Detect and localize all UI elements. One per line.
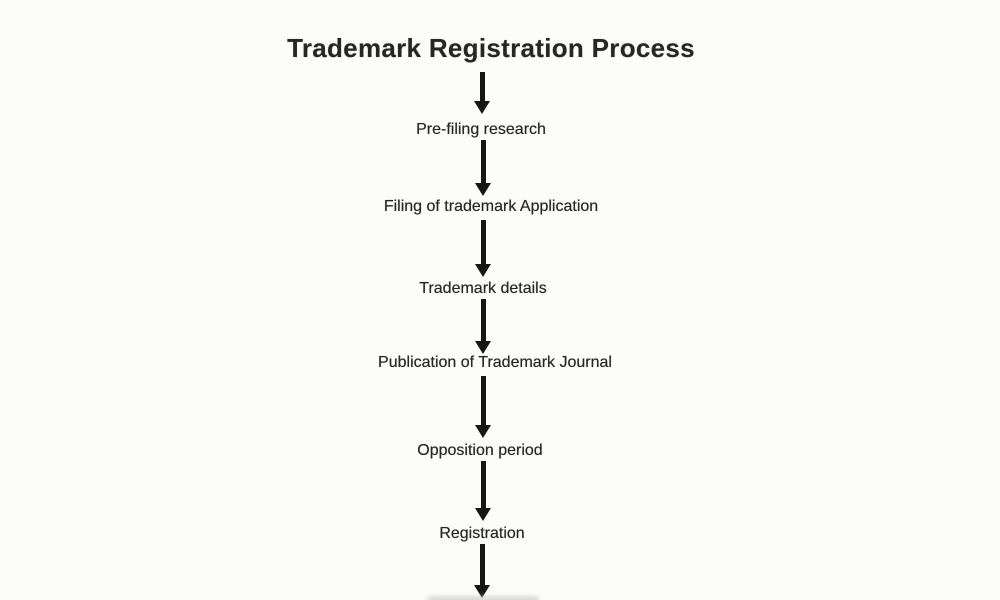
step-publication-journal: Publication of Trademark Journal bbox=[378, 354, 612, 371]
arrow-head bbox=[475, 264, 491, 277]
step-pre-filing-research: Pre-filing research bbox=[416, 121, 546, 138]
arrow-stem bbox=[480, 299, 486, 341]
arrow-stem bbox=[479, 72, 485, 101]
arrow-head bbox=[475, 341, 491, 354]
step-trademark-details: Trademark details bbox=[419, 280, 547, 297]
down-arrow-icon bbox=[475, 220, 491, 277]
down-arrow-icon bbox=[475, 299, 491, 354]
arrow-head bbox=[475, 508, 491, 521]
step-opposition-period: Opposition period bbox=[417, 442, 543, 459]
down-arrow-icon bbox=[474, 544, 490, 598]
down-arrow-icon bbox=[475, 140, 491, 196]
arrow-stem bbox=[480, 220, 486, 264]
arrow-head bbox=[475, 183, 491, 196]
arrow-head bbox=[474, 585, 490, 598]
arrow-head bbox=[475, 425, 491, 438]
step-registration: Registration bbox=[439, 525, 525, 542]
down-arrow-icon bbox=[474, 72, 490, 114]
down-arrow-icon bbox=[475, 376, 491, 438]
arrow-head bbox=[474, 101, 490, 114]
cutoff-next-step-hint bbox=[427, 596, 539, 600]
diagram-title: Trademark Registration Process bbox=[287, 33, 695, 63]
arrow-stem bbox=[479, 544, 485, 585]
arrow-stem bbox=[480, 140, 486, 183]
arrow-stem bbox=[480, 376, 486, 425]
step-filing-application: Filing of trademark Application bbox=[383, 198, 599, 215]
arrow-stem bbox=[480, 461, 486, 508]
down-arrow-icon bbox=[475, 461, 491, 521]
